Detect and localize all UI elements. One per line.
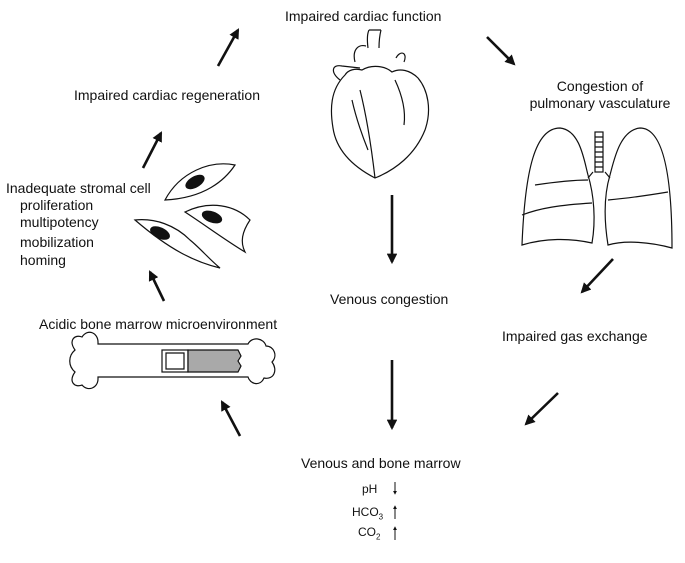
arrow-function-to-congestion: [486, 36, 516, 66]
chem-co2: CO2: [358, 525, 380, 544]
heart-illustration: [330, 29, 430, 179]
arrow-marrow-to-bone: [220, 400, 242, 437]
chem-ph: pH: [362, 482, 377, 496]
bone-illustration: [69, 331, 276, 390]
label-proliferation: proliferation: [20, 197, 94, 213]
chem-hco3-sub: 3: [378, 512, 384, 522]
label-multipotency: multipotency: [20, 214, 99, 230]
arrow-regeneration-to-function: [216, 28, 240, 67]
arrow-stromal-to-regeneration: [141, 131, 163, 169]
label-impaired-gas-exchange: Impaired gas exchange: [502, 328, 648, 344]
label-congestion-line1: Congestion of: [556, 78, 644, 94]
arrow-lungs-to-gas: [580, 258, 614, 294]
label-venous-bone-marrow: Venous and bone marrow: [301, 455, 461, 471]
stromal-cells-illustration: [133, 163, 251, 269]
arrow-gas-to-marrow: [524, 392, 559, 426]
label-inadequate-stromal: Inadequate stromal cell: [6, 180, 151, 196]
label-homing: homing: [20, 252, 66, 268]
label-acidic-microenvironment: Acidic bone marrow microenvironment: [39, 316, 278, 332]
label-congestion-line2: pulmonary vasculature: [529, 95, 671, 111]
chem-ph-label: pH: [362, 482, 378, 496]
arrow-bone-to-stromal: [148, 270, 166, 302]
chem-co2-sub: 2: [376, 532, 381, 542]
label-venous-congestion: Venous congestion: [330, 291, 449, 307]
chem-hco3-base: HCO: [352, 505, 379, 519]
label-mobilization: mobilization: [20, 234, 94, 250]
lungs-illustration: [521, 127, 673, 249]
cycle-arrows: [141, 28, 614, 437]
chem-co2-base: CO: [358, 525, 376, 539]
chem-hco3: HCO3: [352, 505, 383, 524]
label-impaired-cardiac-function: Impaired cardiac function: [285, 8, 442, 24]
label-impaired-regeneration: Impaired cardiac regeneration: [74, 87, 260, 103]
